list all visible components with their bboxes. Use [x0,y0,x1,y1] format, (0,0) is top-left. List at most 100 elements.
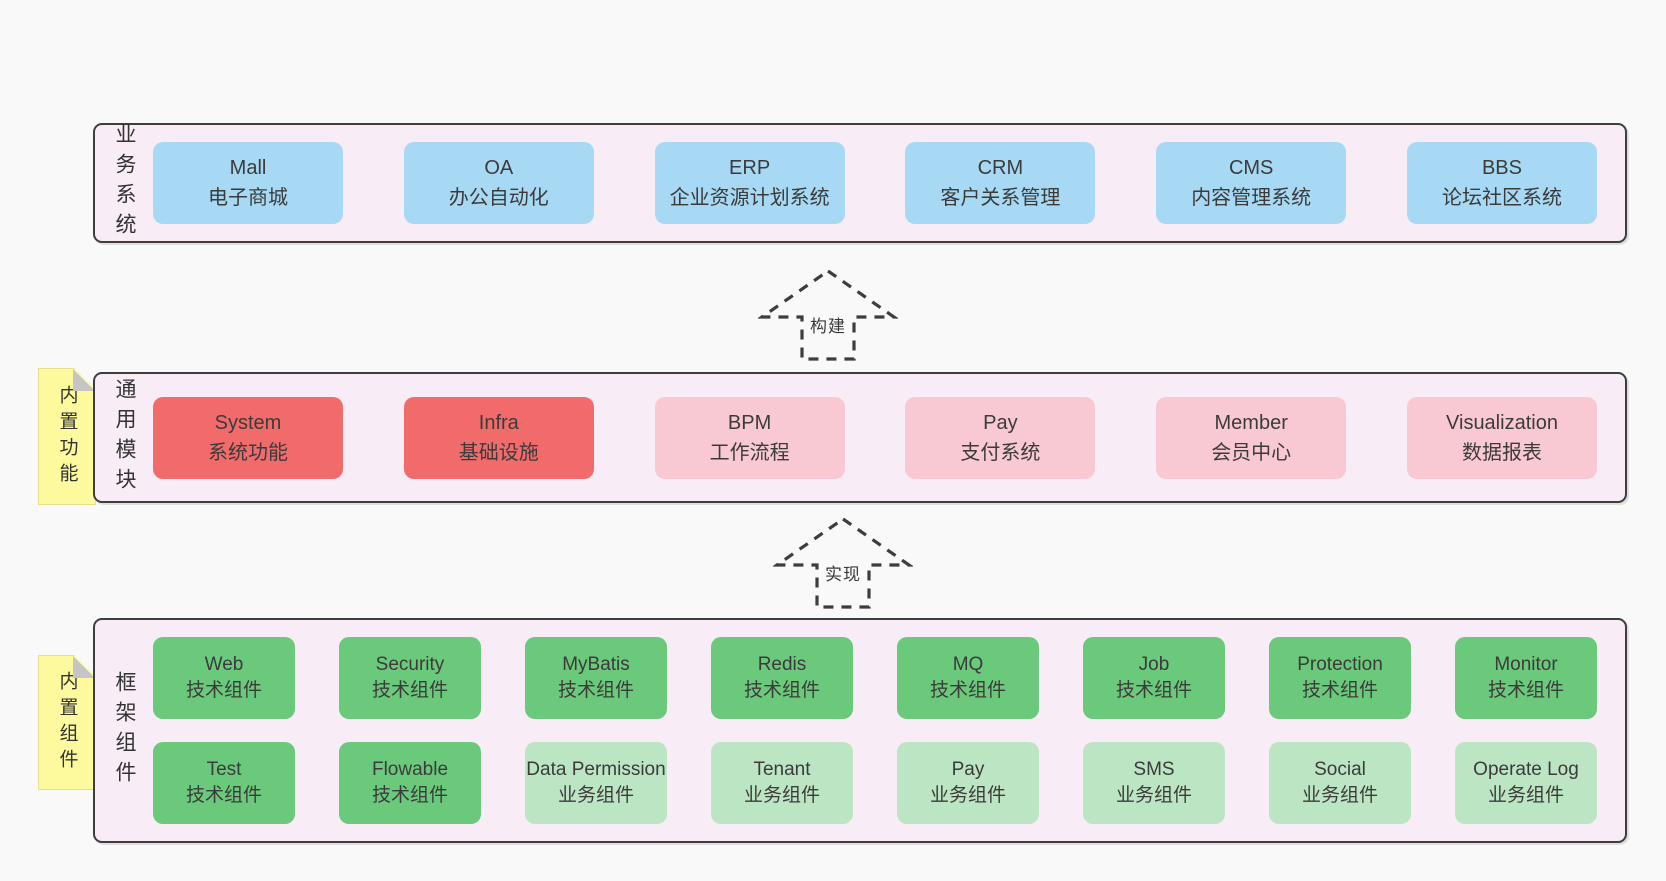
component-name: ERP [729,157,771,179]
box-web: Web 技术组件 [153,637,295,719]
component-name: Tenant [753,759,811,780]
band-label-column: 通用模块 [95,374,153,501]
band-common-modules: 通用模块 System 系统功能 Infra 基础设施 BPM 工作流程 Pay 支付系统 Me… [93,372,1627,503]
component-subtitle: 会员中心 [1211,441,1292,464]
box-crm: CRM 客户关系管理 [905,142,1096,224]
component-name: Security [375,654,445,675]
arrow-label: 实现 [825,565,861,584]
component-subtitle: 支付系统 [960,441,1041,464]
component-subtitle: 技术组件 [1115,680,1192,701]
component-name: CRM [977,157,1024,179]
component-subtitle: 技术组件 [1487,680,1564,701]
component-subtitle: 技术组件 [557,680,634,701]
component-name: Monitor [1494,654,1558,675]
box-protection: Protection 技术组件 [1269,637,1411,719]
component-name: Member [1214,411,1288,434]
component-name: Mall [229,157,267,179]
band-title: 业务系统 [113,123,136,243]
sticky-note-builtin-components: 内置组件 [38,655,96,790]
dashed-up-arrow [773,517,913,609]
band-title: 通用模块 [113,377,136,498]
component-subtitle: 系统功能 [208,441,288,464]
band-business-systems: 业务系统 Mall 电子商城 OA 办公自动化 ERP 企业资源计划系统 CRM 客户关系管理… [93,123,1627,243]
component-subtitle: 技术组件 [371,785,448,806]
component-subtitle: 技术组件 [371,680,448,701]
component-subtitle: 业务组件 [929,785,1006,806]
component-name: Test [206,759,242,780]
component-name: Protection [1297,654,1383,675]
component-subtitle: 内容管理系统 [1191,187,1312,209]
box-infra: Infra 基础设施 [403,396,594,479]
box-oa: OA 办公自动化 [403,142,594,224]
component-subtitle: 论坛社区系统 [1441,187,1562,209]
component-subtitle: 企业资源计划系统 [669,187,830,209]
box-security: Security 技术组件 [339,637,481,719]
dashed-up-arrow [758,269,898,361]
box-bpm: BPM 工作流程 [654,396,845,479]
box-job: Job 技术组件 [1083,637,1225,719]
component-subtitle: 电子商城 [208,187,288,209]
band-label-column: 框架组件 [95,620,153,841]
box-data-permission: Data Permission 业务组件 [525,742,667,824]
folded-corner-icon [73,369,95,391]
box-social: Social 业务组件 [1269,742,1411,824]
component-name: Redis [757,654,807,675]
arrow-label: 构建 [810,317,846,336]
component-name: Data Permission [526,759,666,780]
box-test: Test 技术组件 [153,742,295,824]
box-bbs: BBS 论坛社区系统 [1406,142,1597,224]
band-boxes: Mall 电子商城 OA 办公自动化 ERP 企业资源计划系统 CRM 客户关系管理 CMS 内容… [153,125,1625,241]
box-pay: Pay 业务组件 [897,742,1039,824]
component-subtitle: 业务组件 [1301,785,1378,806]
component-subtitle: 技术组件 [1301,680,1378,701]
component-name: Operate Log [1473,759,1579,780]
component-name: Social [1314,759,1366,780]
box-mall: Mall 电子商城 [153,142,343,224]
component-name: MyBatis [562,654,630,675]
box-monitor: Monitor 技术组件 [1455,637,1597,719]
component-subtitle: 客户关系管理 [940,187,1061,209]
component-name: MQ [952,654,984,675]
box-cms: CMS 内容管理系统 [1156,142,1347,224]
component-name: OA [484,157,514,179]
note-label: 内置功能 [56,384,78,489]
component-subtitle: 工作流程 [709,441,790,464]
component-subtitle: 技术组件 [743,680,820,701]
box-visualization: Visualization 数据报表 [1406,396,1597,479]
component-name: Pay [983,411,1018,434]
component-subtitle: 办公自动化 [448,187,549,209]
component-name: Web [204,654,244,675]
folded-corner-icon [73,656,95,678]
component-name: BPM [727,411,772,434]
component-subtitle: 数据报表 [1461,441,1542,464]
component-name: BBS [1481,157,1522,179]
box-mybatis: MyBatis 技术组件 [525,637,667,719]
component-name: System [214,411,282,434]
component-subtitle: 业务组件 [1115,785,1192,806]
component-subtitle: 业务组件 [1487,785,1564,806]
band-title: 框架组件 [113,670,136,791]
band-framework-components: 框架组件 Web 技术组件 Security 技术组件 MyBatis 技术组件 Redis… [93,618,1627,843]
component-name: Visualization [1446,411,1558,434]
box-erp: ERP 企业资源计划系统 [654,142,845,224]
component-name: Job [1138,654,1170,675]
component-name: SMS [1133,759,1175,780]
component-name: Flowable [371,759,449,780]
component-name: Infra [478,411,519,434]
component-name: Pay [951,759,985,780]
sticky-note-builtin-features: 内置功能 [38,368,96,505]
component-name: CMS [1228,157,1274,179]
component-subtitle: 业务组件 [557,785,634,806]
box-operate-log: Operate Log 业务组件 [1455,742,1597,824]
box-pay: Pay 支付系统 [905,396,1096,479]
box-sms: SMS 业务组件 [1083,742,1225,824]
component-subtitle: 技术组件 [185,785,262,806]
component-subtitle: 技术组件 [185,680,262,701]
component-subtitle: 基础设施 [458,441,539,464]
band-boxes: System 系统功能 Infra 基础设施 BPM 工作流程 Pay 支付系统 Member 会… [153,374,1625,501]
box-system: System 系统功能 [153,396,343,479]
